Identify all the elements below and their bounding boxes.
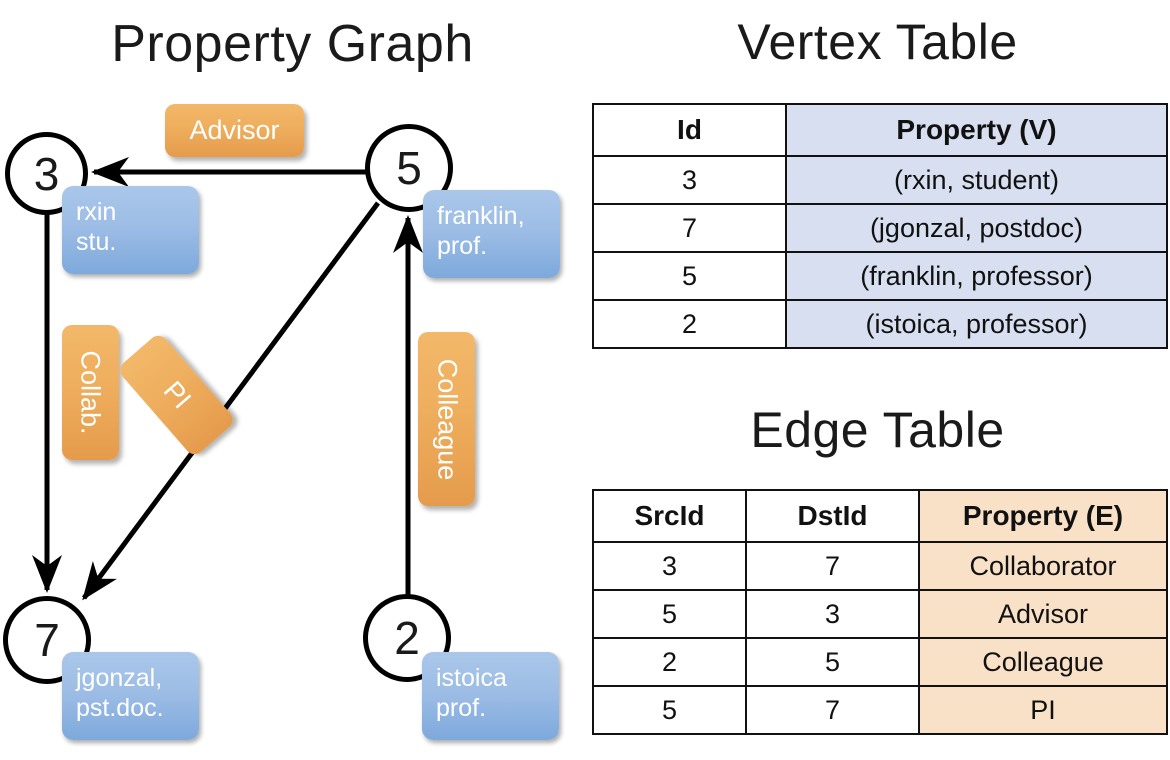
vertex-cell-property: (rxin, student) — [785, 155, 1168, 205]
graph-node-5-label: 5 — [396, 142, 422, 194]
edge-cell-dstid: 7 — [745, 685, 920, 735]
property-graph-diagram: 3 5 7 2 rxin stu. franklin, prof. jgonza… — [3, 104, 560, 740]
graph-node-3-label: 3 — [33, 147, 60, 200]
vertex-property-rxin-line2: stu. — [76, 228, 117, 256]
vertex-property-box-jgonzal[interactable]: jgonzal, pst.doc. — [62, 652, 199, 740]
vertex-property-franklin-line1: franklin, — [437, 202, 525, 230]
edge-label-box-advisor[interactable]: Advisor — [165, 104, 304, 157]
edge-cell-srcid: 3 — [592, 541, 747, 591]
edge-table-header-row: SrcId DstId Property (E) — [592, 489, 1168, 543]
vertex-property-box-franklin[interactable]: franklin, prof. — [423, 190, 560, 278]
edge-table-header-property: Property (E) — [918, 489, 1168, 543]
edge-label-advisor: Advisor — [189, 115, 280, 145]
edge-table-header-srcid: SrcId — [592, 489, 747, 543]
vertex-property-box-rxin[interactable]: rxin stu. — [62, 186, 199, 274]
table-row[interactable]: 5 7 PI — [592, 685, 1168, 735]
table-row[interactable]: 3 7 Collaborator — [592, 541, 1168, 591]
edge-cell-property: PI — [918, 685, 1168, 735]
vertex-cell-property: (jgonzal, postdoc) — [785, 203, 1168, 253]
vertex-property-franklin-line2: prof. — [437, 232, 488, 260]
page-title-vertex-table: Vertex Table — [737, 14, 1018, 70]
edge-cell-property: Advisor — [918, 589, 1168, 639]
graph-node-7-label: 7 — [34, 614, 60, 666]
edge-cell-property: Collaborator — [918, 541, 1168, 591]
edge-cell-dstid: 3 — [745, 589, 920, 639]
vertex-property-jgonzal-line1: jgonzal, — [76, 664, 163, 692]
vertex-cell-property: (istoica, professor) — [785, 299, 1168, 349]
table-row[interactable]: 7 (jgonzal, postdoc) — [592, 203, 1168, 253]
graph-edges-layer — [32, 157, 423, 601]
edge-label-colleague: Colleague — [432, 358, 462, 480]
table-row[interactable]: 5 (franklin, professor) — [592, 251, 1168, 301]
vertex-cell-property: (franklin, professor) — [785, 251, 1168, 301]
edge-table: SrcId DstId Property (E) 3 7 Collaborato… — [592, 489, 1168, 735]
edge-cell-srcid: 5 — [592, 589, 747, 639]
vertex-table-header-row: Id Property (V) — [592, 103, 1168, 157]
graph-node-2[interactable]: 2 — [363, 594, 451, 682]
edge-cell-dstid: 5 — [745, 637, 920, 687]
page-title-edge-table: Edge Table — [750, 402, 1005, 458]
edge-label-box-collab[interactable]: Collab. — [62, 325, 119, 460]
edge-5-to-7-pi — [81, 201, 381, 601]
vertex-cell-id: 2 — [592, 299, 787, 349]
vertex-property-istoica-line1: istoica — [436, 664, 507, 692]
vertex-table: Id Property (V) 3 (rxin, student) 7 (jgo… — [592, 103, 1168, 349]
graph-node-5[interactable]: 5 — [365, 124, 453, 212]
vertex-property-rxin-line1: rxin — [76, 198, 117, 226]
vertex-property-box-istoica[interactable]: istoica prof. — [422, 652, 559, 740]
vertex-property-jgonzal-line2: pst.doc. — [76, 694, 164, 722]
graph-node-2-label: 2 — [394, 612, 420, 664]
edge-label-collab: Collab. — [76, 350, 107, 435]
vertex-table-header-id: Id — [592, 103, 787, 157]
edge-table-header-dstid: DstId — [745, 489, 920, 543]
vertex-cell-id: 7 — [592, 203, 787, 253]
edge-cell-dstid: 7 — [745, 541, 920, 591]
vertex-table-header-property: Property (V) — [785, 103, 1168, 157]
edge-label-box-colleague[interactable]: Colleague — [418, 332, 475, 506]
table-row[interactable]: 2 5 Colleague — [592, 637, 1168, 687]
vertex-cell-id: 5 — [592, 251, 787, 301]
edge-cell-srcid: 5 — [592, 685, 747, 735]
table-row[interactable]: 2 (istoica, professor) — [592, 299, 1168, 349]
edge-cell-srcid: 2 — [592, 637, 747, 687]
edge-label-pi: PI — [157, 375, 197, 415]
table-row[interactable]: 3 (rxin, student) — [592, 155, 1168, 205]
page-title-property-graph: Property Graph — [111, 15, 474, 73]
table-row[interactable]: 5 3 Advisor — [592, 589, 1168, 639]
vertex-property-istoica-line2: prof. — [436, 694, 487, 722]
edge-cell-property: Colleague — [918, 637, 1168, 687]
vertex-cell-id: 3 — [592, 155, 787, 205]
